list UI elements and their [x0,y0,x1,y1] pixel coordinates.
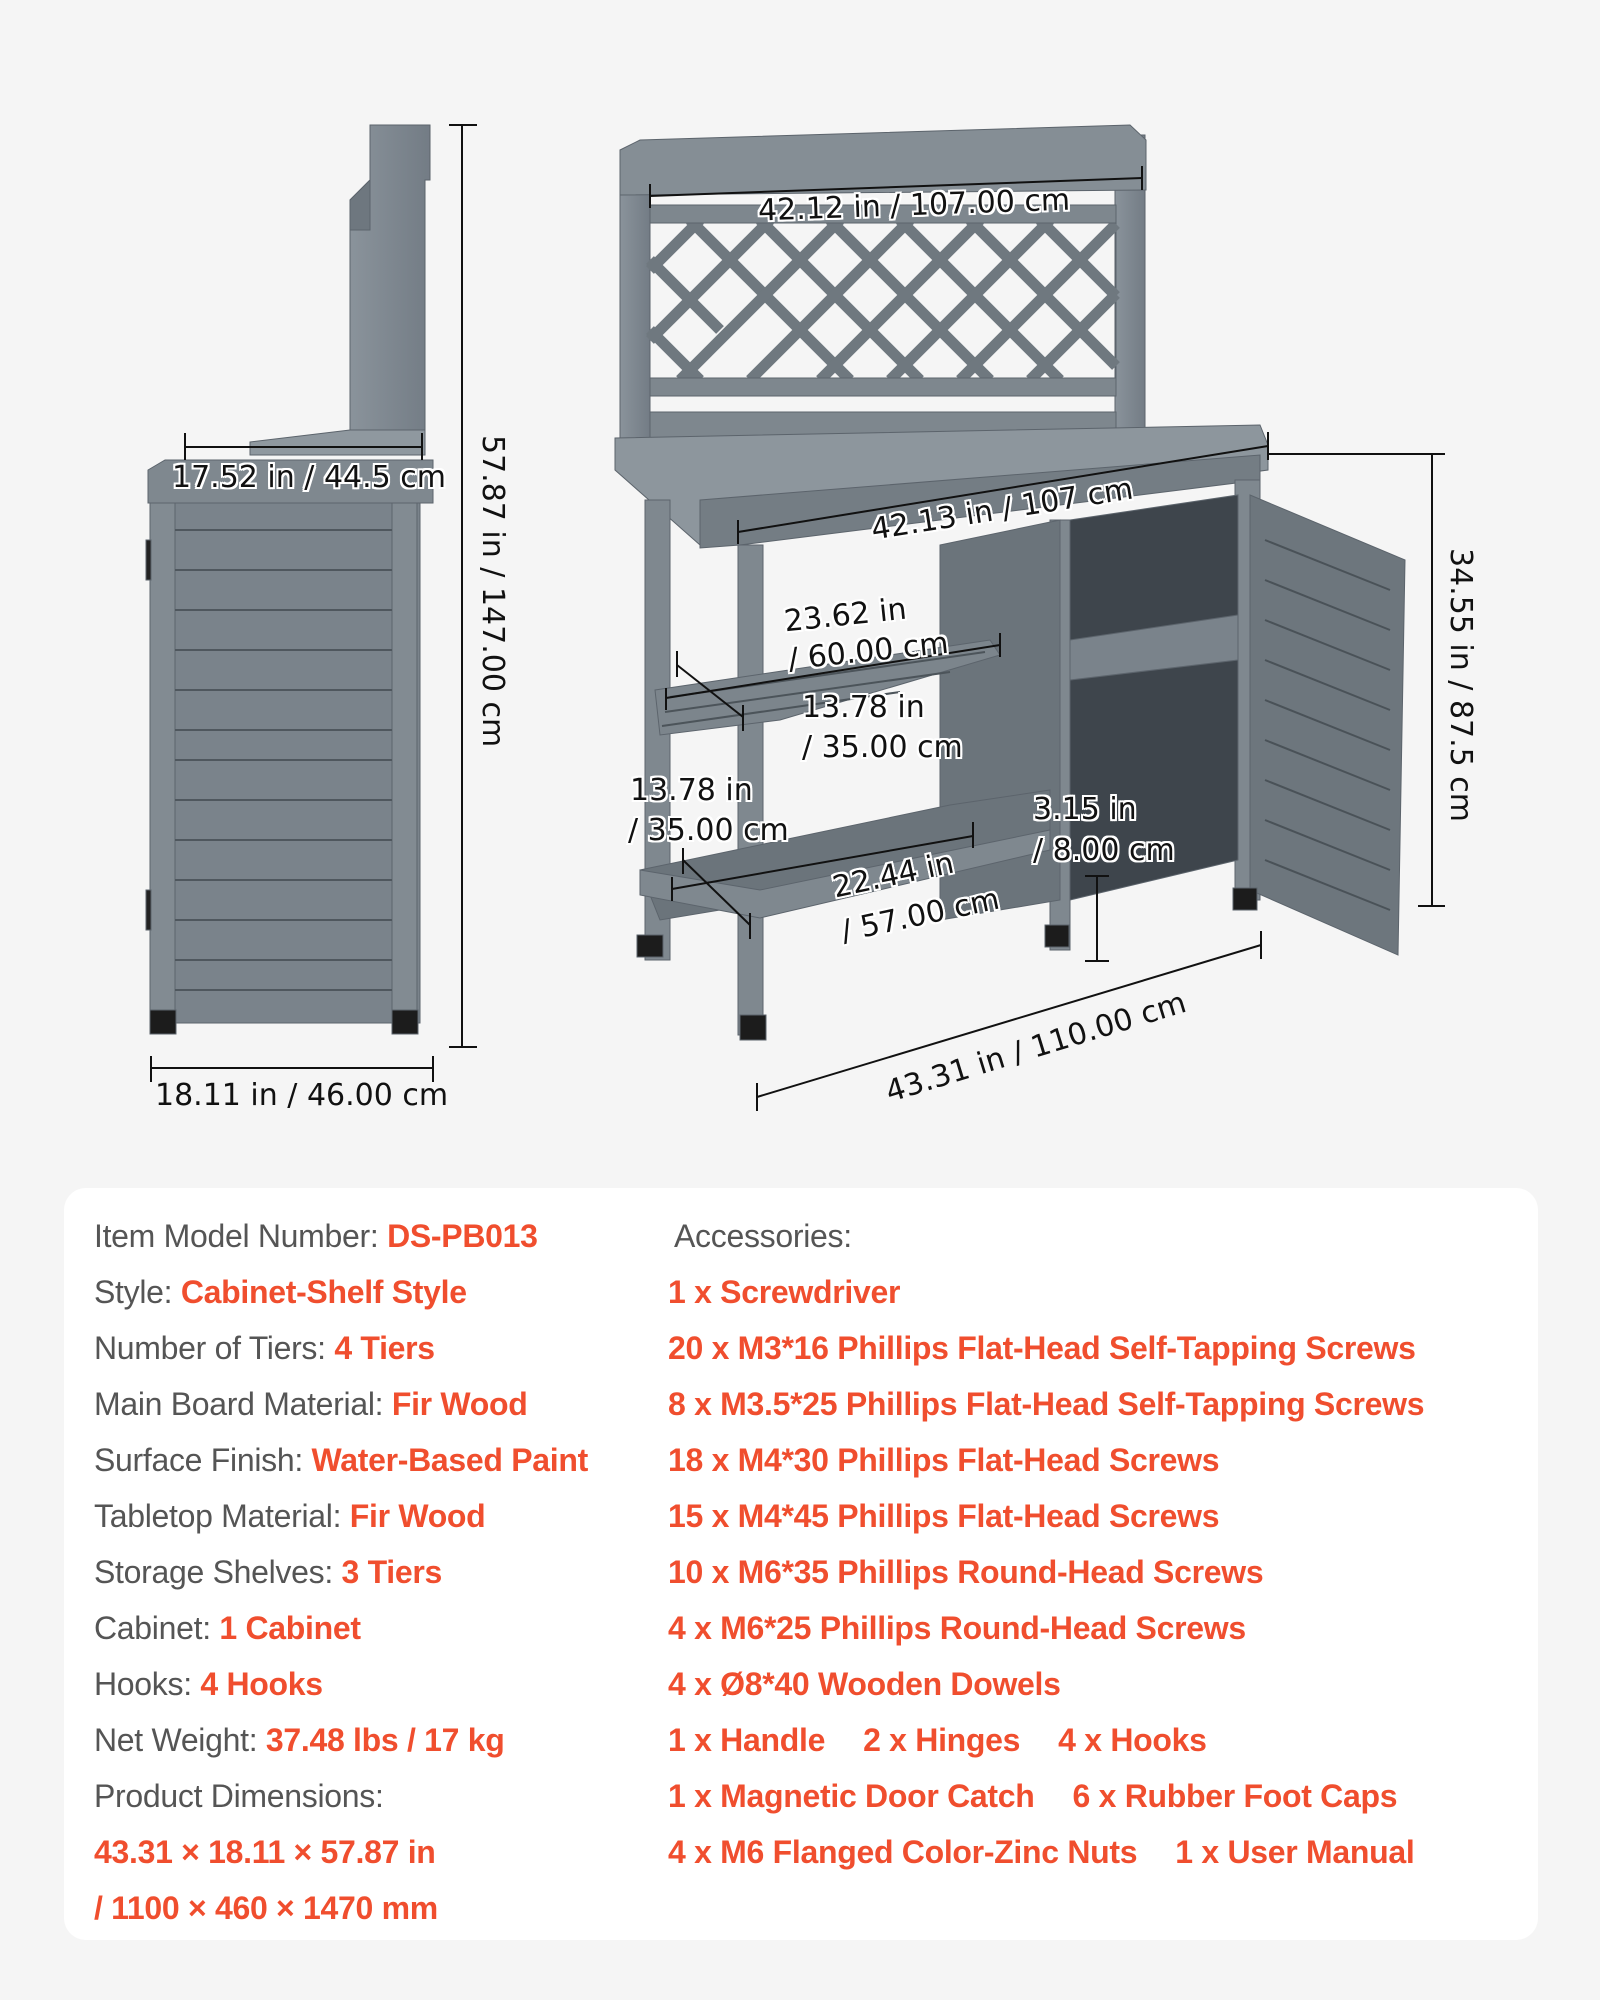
middle-shelf-depth-label-1: 13.78 in [802,690,925,725]
side-height-label: 57.87 in / 147.00 cm [475,435,510,748]
side-depth-top-label: 17.52 in / 44.5 cm [172,460,446,495]
accessories-heading: Accessories: [674,1218,852,1254]
bottom-shelf-depth-label-2: / 35.00 cm [628,813,789,848]
front-view [614,124,1406,1041]
side-dimension-lines [150,124,477,1082]
spec-card: Item Model Number: DS-PB013 Style: Cabin… [64,1188,1538,1940]
spec-list: Item Model Number: DS-PB013 Style: Cabin… [94,1208,694,1936]
accessory-item: 20 x M3*16 Phillips Flat-Head Self-Tappi… [668,1330,1416,1366]
bench-illustration [145,124,1445,1111]
spec-row-hooks: Hooks: 4 Hooks [94,1666,323,1702]
product-dimensions-imperial: 43.31 × 18.11 × 57.87 in [94,1834,436,1870]
accessory-item: 18 x M4*30 Phillips Flat-Head Screws [668,1442,1220,1478]
middle-shelf-depth-label-2: / 35.00 cm [802,730,963,765]
side-depth-bottom-label: 18.11 in / 46.00 cm [155,1078,449,1113]
bottom-shelf-depth-label-1: 13.78 in [630,773,753,808]
spec-row-tiers: Number of Tiers: 4 Tiers [94,1330,435,1366]
spec-row-main-material: Main Board Material: Fir Wood [94,1386,528,1422]
spec-row-model: Item Model Number: DS-PB013 [94,1218,538,1254]
accessories-list: Accessories: 1 x Screwdriver 20 x M3*16 … [668,1208,1528,1880]
accessory-item: 15 x M4*45 Phillips Flat-Head Screws [668,1498,1220,1534]
ground-clearance-label-1: 3.15 in [1033,792,1137,827]
accessory-item: 4 x Ø8*40 Wooden Dowels [668,1666,1061,1702]
accessory-item: 8 x M3.5*25 Phillips Flat-Head Self-Tapp… [668,1386,1425,1422]
spec-row-storage: Storage Shelves: 3 Tiers [94,1554,442,1590]
spec-row-weight: Net Weight: 37.48 lbs / 17 kg [94,1722,505,1758]
accessory-item: 1 x Screwdriver [668,1274,901,1310]
spec-row-finish: Surface Finish: Water-Based Paint [94,1442,588,1478]
spec-row-style: Style: Cabinet-Shelf Style [94,1274,467,1310]
spec-row-tabletop: Tabletop Material: Fir Wood [94,1498,486,1534]
product-dimensions-metric: / 1100 × 460 × 1470 mm [94,1890,438,1926]
spec-row-dimensions: Product Dimensions: [94,1778,384,1814]
front-dimension-lines [649,166,1445,1111]
model-number: DS-PB013 [387,1218,538,1254]
accessory-item: 10 x M6*35 Phillips Round-Head Screws [668,1554,1264,1590]
spec-row-cabinet: Cabinet: 1 Cabinet [94,1610,361,1646]
table-height-label: 34.55 in / 87.5 cm [1443,548,1478,822]
ground-clearance-label-2: / 8.00 cm [1033,833,1175,868]
side-view [145,124,434,1035]
accessory-item: 4 x M6*25 Phillips Round-Head Screws [668,1610,1246,1646]
product-dimension-diagram: 17.52 in / 44.5 cm 57.87 in / 147.00 cm … [145,124,1478,1113]
